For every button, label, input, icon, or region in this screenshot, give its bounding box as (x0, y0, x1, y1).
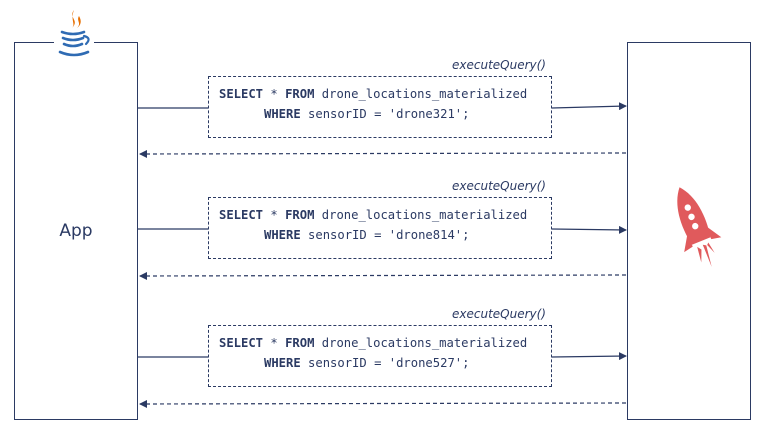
sql-keyword-select: SELECT (219, 336, 264, 350)
request-arrow-3 (551, 352, 627, 361)
query-line-select-2: SELECT * FROM drone_locations_materializ… (219, 208, 527, 222)
execute-query-label-3: executeQuery() (452, 307, 546, 321)
sql-star: * (270, 208, 278, 222)
sql-star: * (270, 87, 278, 101)
sql-keyword-where: WHERE (264, 228, 301, 242)
response-arrow-2 (139, 271, 627, 280)
sql-table-name: drone_locations_materialized (321, 336, 528, 350)
query-line-where-1: WHERE sensorID = 'drone321'; (264, 107, 469, 121)
execute-query-label-1: executeQuery() (452, 58, 546, 72)
query-box-3: SELECT * FROM drone_locations_materializ… (208, 325, 552, 387)
response-arrow-1 (139, 149, 627, 158)
query-line-where-2: WHERE sensorID = 'drone814'; (264, 228, 469, 242)
sql-table-name: drone_locations_materialized (321, 208, 528, 222)
request-arrow-2 (551, 225, 627, 234)
java-coffee-cup-icon (54, 6, 94, 62)
query-line-select-1: SELECT * FROM drone_locations_materializ… (219, 87, 527, 101)
query-box-1: SELECT * FROM drone_locations_materializ… (208, 76, 552, 138)
sql-keyword-select: SELECT (219, 87, 264, 101)
sql-keyword-where: WHERE (264, 107, 301, 121)
sql-keyword-from: FROM (285, 87, 315, 101)
sql-star: * (270, 336, 278, 350)
query-line-select-3: SELECT * FROM drone_locations_materializ… (219, 336, 527, 350)
sql-keyword-from: FROM (285, 208, 315, 222)
sql-keyword-select: SELECT (219, 208, 264, 222)
rocket-icon (677, 187, 722, 267)
sql-table-name: drone_locations_materialized (321, 87, 528, 101)
app-box (14, 42, 138, 420)
request-arrow-1 (551, 102, 627, 111)
execute-query-label-2: executeQuery() (452, 179, 546, 193)
query-line-where-3: WHERE sensorID = 'drone527'; (264, 356, 469, 370)
sql-condition: sensorID = 'drone814'; (308, 228, 470, 242)
app-label: App (59, 221, 93, 241)
sql-keyword-from: FROM (285, 336, 315, 350)
sql-condition: sensorID = 'drone321'; (308, 107, 470, 121)
response-arrow-3 (139, 399, 627, 408)
sql-keyword-where: WHERE (264, 356, 301, 370)
sql-condition: sensorID = 'drone527'; (308, 356, 470, 370)
query-box-2: SELECT * FROM drone_locations_materializ… (208, 197, 552, 259)
